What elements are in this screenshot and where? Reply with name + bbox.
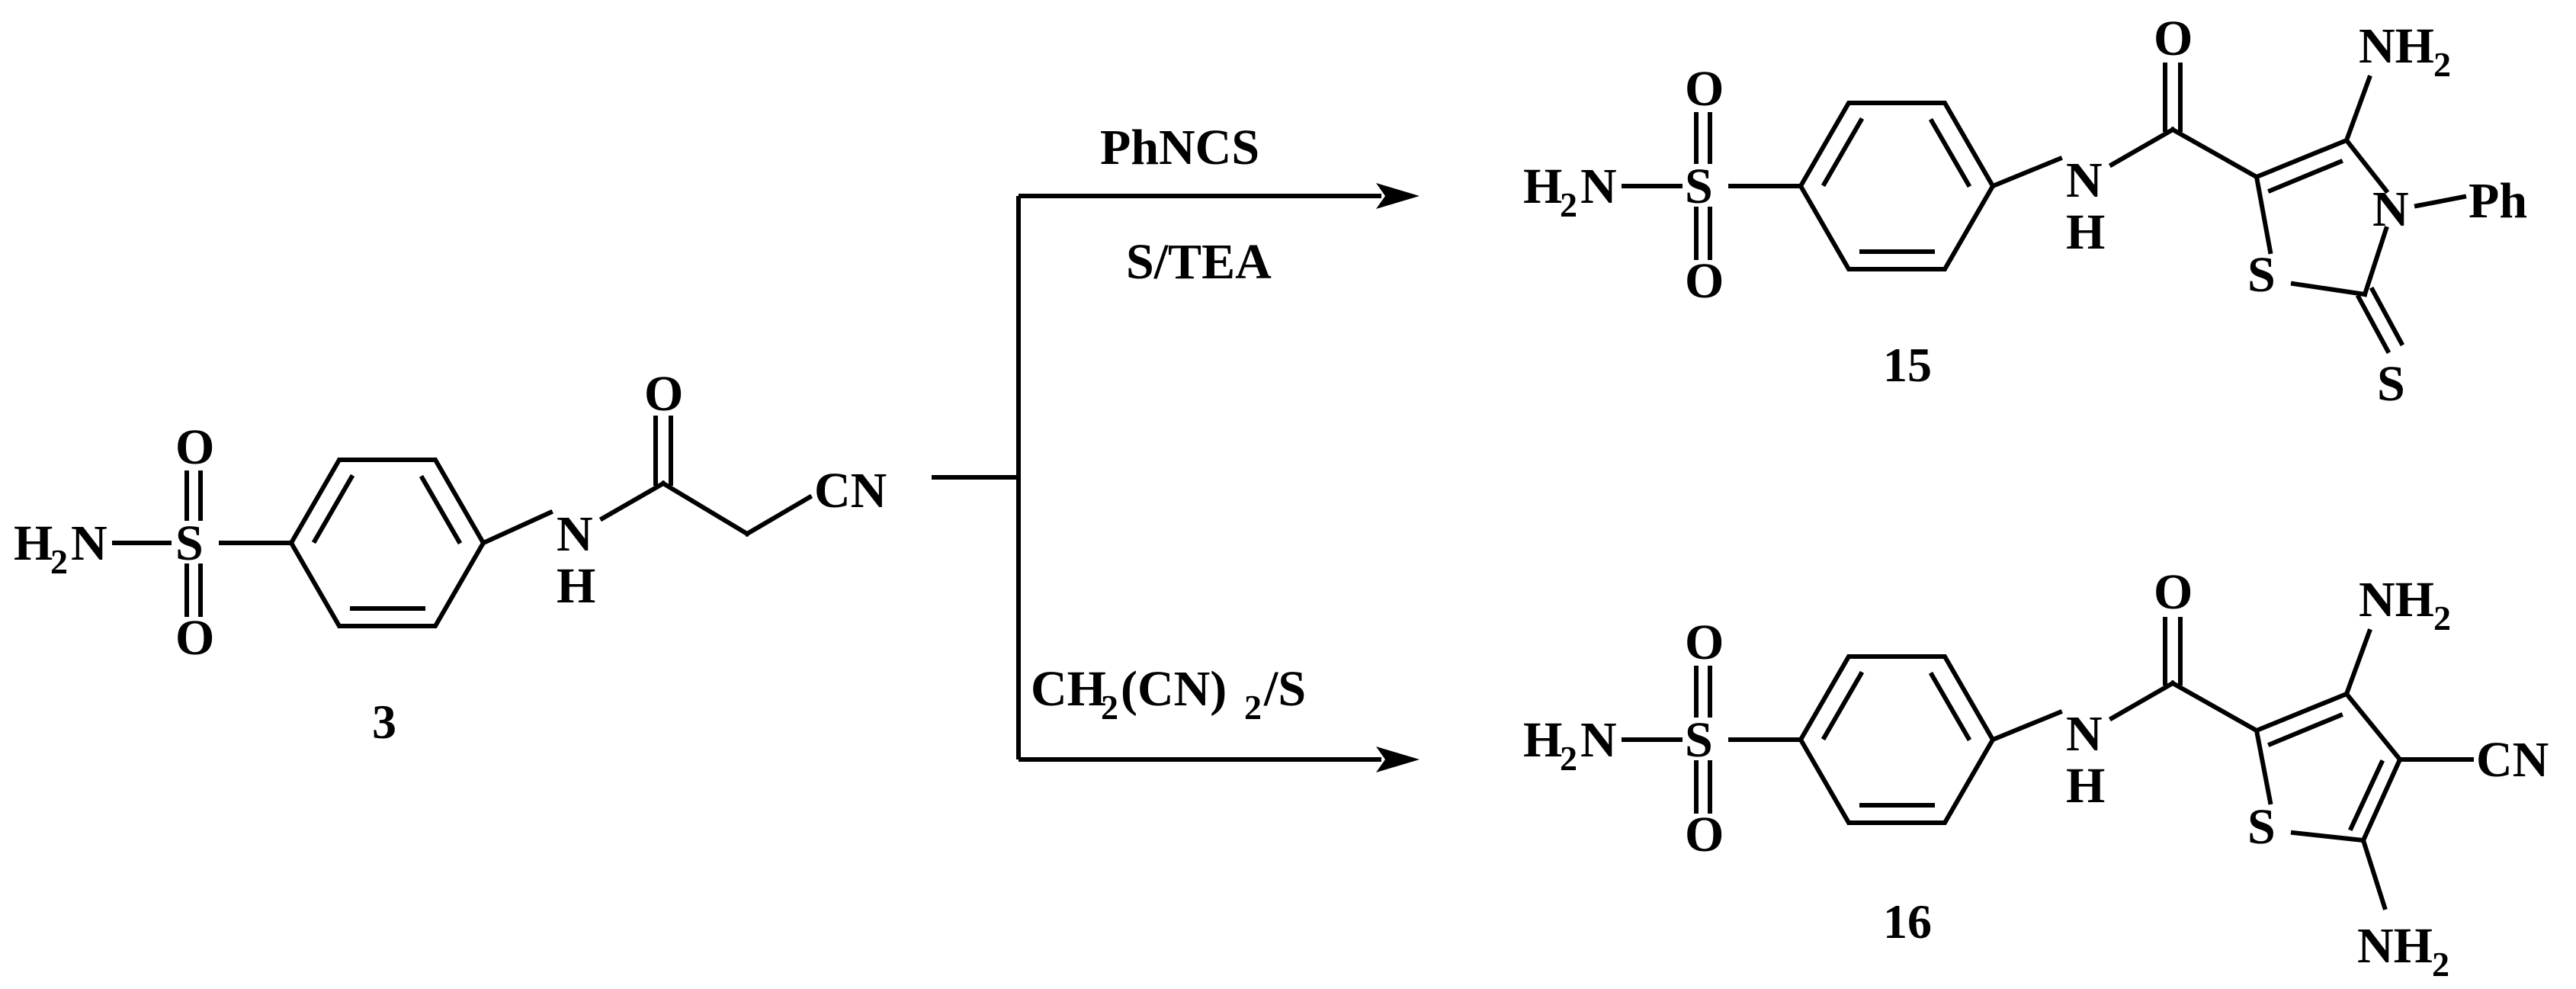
- c16-amino-bottom-sub: 2: [2432, 945, 2449, 984]
- c16-ring-sulfur: S: [2247, 799, 2276, 855]
- c15-nh-n: N: [2066, 153, 2103, 208]
- c3-h2n-sub: 2: [50, 542, 68, 581]
- c15-thione-a: [2355, 294, 2392, 355]
- c15-carbonyl-oxygen: O: [2154, 11, 2193, 66]
- c16-amino-top: NH: [2359, 572, 2434, 628]
- c16-carbonyl-oxygen: O: [2154, 564, 2193, 620]
- arrow-upper-head: [1376, 183, 1420, 209]
- c3-benzene-db1: [311, 474, 355, 544]
- c3-benzene-db2: [419, 474, 463, 545]
- c3-h2n-n: N: [71, 515, 107, 571]
- c3-bond-ch2-cn: [743, 493, 813, 538]
- c15-amino-top: NH: [2359, 18, 2434, 74]
- c16-nh-h: H: [2066, 758, 2105, 814]
- c16-h2n-sub: 2: [1560, 739, 1577, 778]
- compound-3: H 2 N S O O N H O CN 3: [14, 366, 887, 749]
- c3-h2n-h: H: [14, 515, 53, 571]
- compound-15-number: 15: [1883, 338, 1932, 392]
- reagent-cn-sub: 2: [1244, 688, 1262, 727]
- c3-nh-n: N: [557, 506, 593, 562]
- reagent-ch-sub: 2: [1101, 688, 1118, 727]
- c16-benzene-db1: [1821, 670, 1865, 741]
- c3-bond-ring-nh: [480, 509, 553, 546]
- c15-bond-ring-nh: [1990, 156, 2063, 189]
- c16-h2n-n: N: [1580, 712, 1617, 768]
- c3-nh-h: H: [557, 558, 595, 614]
- c3-bond-co-ch2: [659, 480, 751, 538]
- c16-ring-c4-c5-db: [2348, 759, 2385, 831]
- c15-thione-sulfur: S: [2377, 356, 2405, 412]
- c16-bond-nh-co: [2108, 679, 2177, 722]
- c15-bond-n-ph: [2414, 194, 2467, 209]
- c3-oxygen-bottom: O: [175, 610, 214, 666]
- c16-sulfur: S: [1685, 712, 1713, 768]
- c15-nh-h: H: [2066, 204, 2105, 260]
- c16-amino-top-sub: 2: [2433, 599, 2451, 637]
- c16-bond-co-c2: [2169, 679, 2260, 734]
- c3-benzene-ring: [288, 458, 486, 628]
- c15-amino-top-sub: 2: [2433, 45, 2451, 84]
- compound-15: H 2 N S O O N H O S N Ph NH: [1523, 11, 2527, 412]
- c15-phenyl: Ph: [2469, 173, 2527, 229]
- c3-sulfur: S: [175, 515, 204, 571]
- c16-bond-ring-nh: [1990, 709, 2063, 743]
- reagent-s-tea: S/TEA: [1126, 234, 1272, 290]
- c16-ring-s1-c2: [2254, 727, 2273, 805]
- c16-nh-n: N: [2066, 706, 2103, 762]
- c15-ring-n3-c2: [2362, 226, 2389, 297]
- c15-benzene-db1: [1821, 117, 1865, 188]
- c3-oxygen-top: O: [175, 419, 214, 475]
- c16-cyano: CN: [2476, 732, 2549, 788]
- c15-h2n-sub: 2: [1560, 185, 1577, 224]
- reaction-arrows: [932, 183, 1420, 772]
- c15-ring-sulfur: S: [2247, 247, 2276, 303]
- reagent-cn-group: (CN): [1121, 661, 1227, 717]
- c15-benzene-db2: [1928, 117, 1972, 188]
- c15-ring-c4-n3: [2343, 136, 2390, 194]
- c15-ring-nitrogen: N: [2372, 181, 2409, 237]
- c15-ring-c5-c4-db: [2267, 159, 2343, 194]
- c15-bond-nh-co: [2108, 126, 2177, 169]
- c3-cyano: CN: [814, 463, 887, 519]
- compound-16: H 2 N S O O N H O S NH 2 CN: [1523, 564, 2549, 984]
- c16-ring-c5-s1: [2290, 830, 2366, 843]
- c15-bond-c4-nh2: [2343, 75, 2372, 143]
- reagent-phncs: PhNCS: [1100, 120, 1259, 175]
- c15-sulfur: S: [1685, 159, 1713, 214]
- compound-3-number: 3: [372, 695, 396, 749]
- c15-benzene-ring: [1798, 101, 1996, 271]
- c16-h2n-h: H: [1523, 712, 1562, 768]
- c15-oxygen-bottom: O: [1685, 253, 1724, 309]
- c16-benzene-db2: [1928, 671, 1972, 742]
- reagent-malononitrile-sulfur: CH 2 (CN) 2 /S: [1031, 661, 1306, 727]
- arrow-lower-head: [1376, 747, 1420, 772]
- c16-ring-c4-c5: [2360, 756, 2403, 843]
- c16-benzene-ring: [1798, 654, 1996, 825]
- c15-h2n-n: N: [1580, 159, 1617, 214]
- reagent-ch: CH: [1031, 661, 1106, 717]
- c15-h2n-h: H: [1523, 159, 1562, 214]
- c16-ring-c2-c3-db: [2267, 712, 2343, 747]
- c16-amino-bottom: NH: [2357, 918, 2433, 974]
- c15-ring-c5-c4: [2254, 137, 2350, 180]
- reagent-slash-s: /S: [1263, 661, 1306, 717]
- c15-thione-b: [2369, 286, 2405, 347]
- c16-oxygen-bottom: O: [1685, 807, 1724, 862]
- c15-bond-co-c5: [2169, 126, 2260, 181]
- compound-16-number: 16: [1883, 894, 1932, 949]
- c16-bond-c3-nh2: [2343, 628, 2372, 697]
- c15-oxygen-top: O: [1685, 61, 1724, 117]
- c15-ring-c2-s1: [2290, 281, 2368, 297]
- c15-ring-s1-c5: [2254, 174, 2273, 255]
- c3-carbonyl-oxygen: O: [644, 366, 683, 422]
- c16-oxygen-top: O: [1685, 615, 1724, 670]
- c16-bond-c5-nh2: [2360, 837, 2388, 910]
- c3-bond-nh-co: [598, 480, 667, 522]
- c16-ring-c2-c3: [2254, 691, 2350, 734]
- c16-ring-c3-c4: [2343, 690, 2404, 763]
